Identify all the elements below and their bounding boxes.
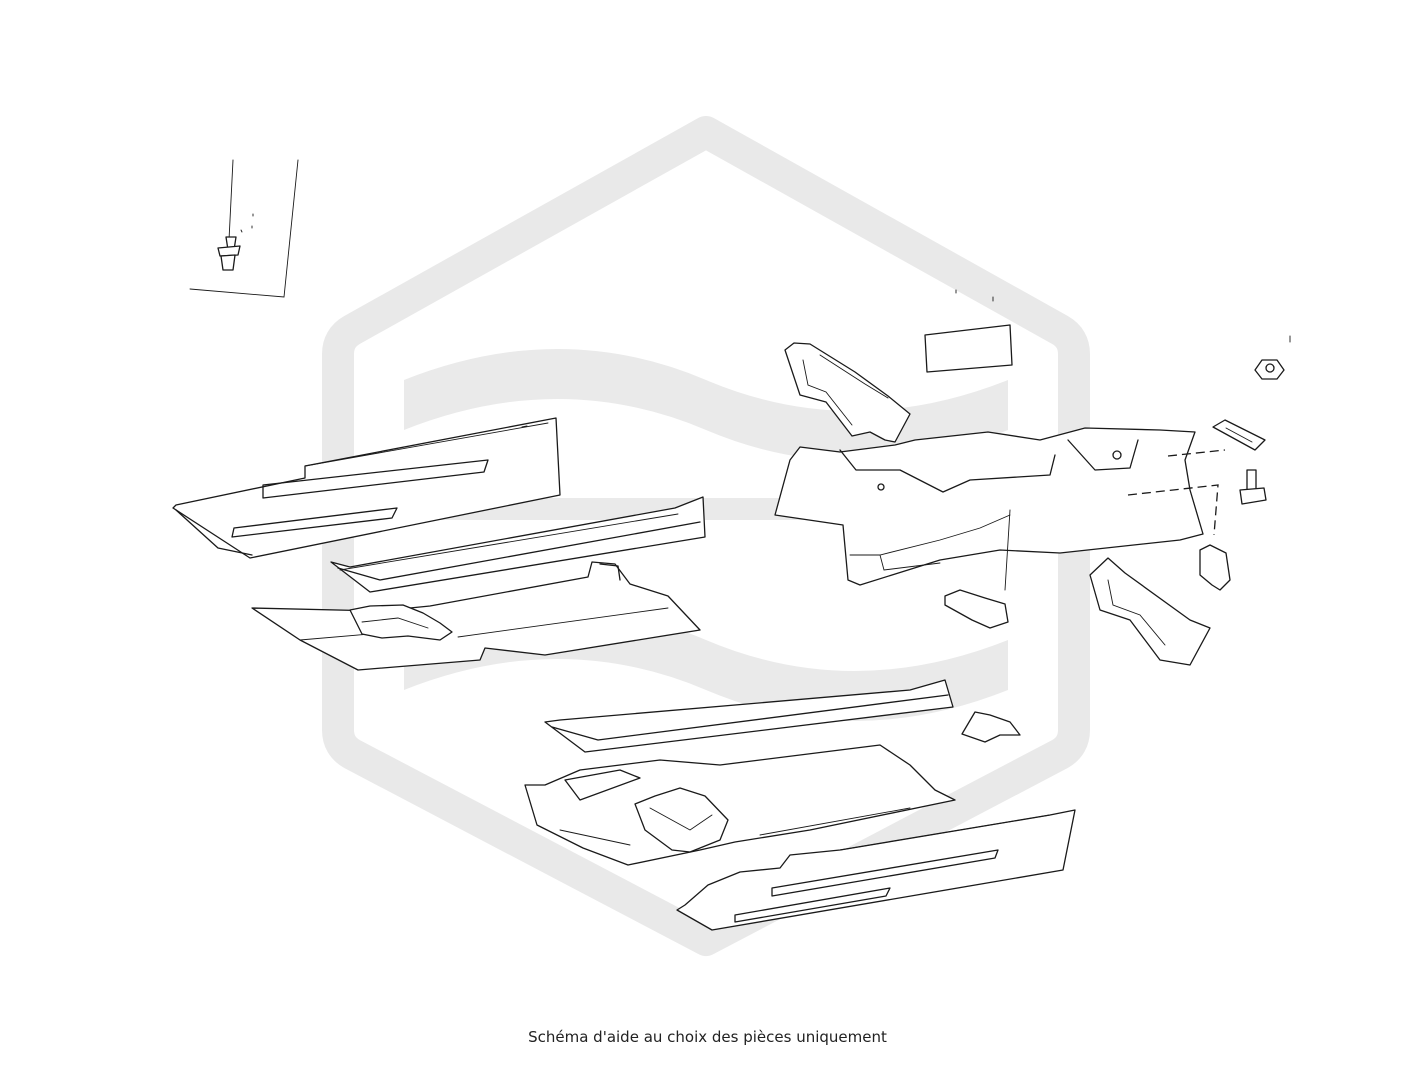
support-bracket-part[interactable] xyxy=(961,711,1021,743)
bolt-part[interactable] xyxy=(1239,469,1267,505)
foam-pad-part[interactable] xyxy=(924,289,1013,373)
mounting-clip-part[interactable] xyxy=(1199,544,1231,591)
seat-bracket-right-part[interactable] xyxy=(634,787,729,853)
seat-bracket-left-part[interactable] xyxy=(349,604,453,641)
nut-part[interactable] xyxy=(1254,335,1291,380)
clip-plate-part[interactable] xyxy=(1212,419,1266,451)
floor-panel-right-part[interactable] xyxy=(524,744,956,866)
crossmember-bracket-lower-part[interactable] xyxy=(1089,557,1211,666)
rear-side-rail-left-part[interactable] xyxy=(172,417,561,559)
rivet-part[interactable] xyxy=(189,159,299,298)
crossmember-part[interactable] xyxy=(774,427,1226,591)
inner-sill-right-part[interactable] xyxy=(544,679,954,753)
crossmember-bracket-upper-part[interactable] xyxy=(784,342,911,443)
rear-side-rail-right-part[interactable] xyxy=(676,809,1076,931)
inner-sill-left-part[interactable] xyxy=(330,496,706,593)
small-bracket-part[interactable] xyxy=(944,589,1009,629)
diagram-caption: Schéma d'aide au choix des pièces unique… xyxy=(528,1028,887,1046)
